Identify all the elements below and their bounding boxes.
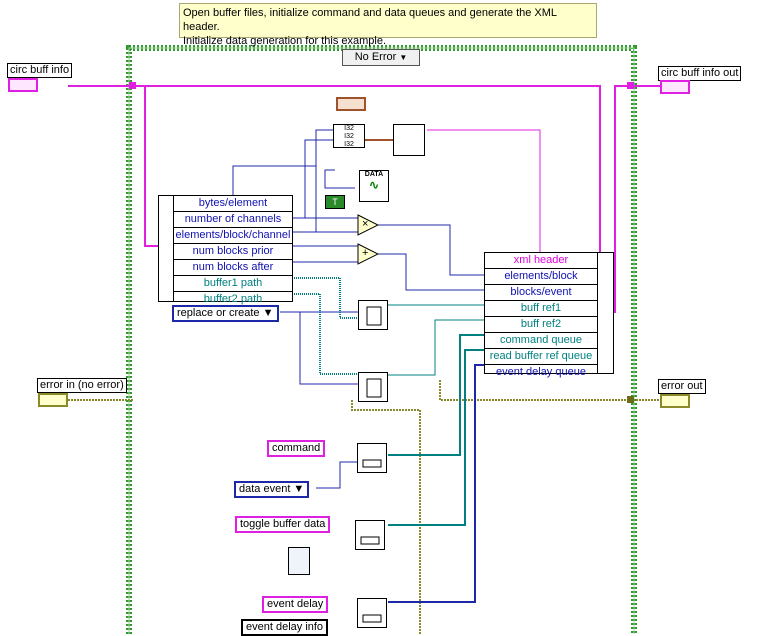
- obtain-queue-node-1[interactable]: [357, 443, 387, 473]
- build-array-node[interactable]: I32 I32 I32: [333, 124, 365, 148]
- event-delay-constant[interactable]: event delay: [262, 596, 329, 613]
- chevron-down-icon: ▼: [399, 53, 408, 62]
- circ-buff-info-out-terminal[interactable]: [660, 80, 690, 94]
- unbundle-row: elements/block/channel: [174, 228, 292, 244]
- xml-header-subvi-icon[interactable]: [393, 124, 425, 156]
- unbundle-row: bytes/element: [174, 196, 292, 212]
- data-event-value: data event: [239, 483, 291, 495]
- error-in-terminal[interactable]: [38, 393, 68, 407]
- comment-line-2: Initialize data generation for this exam…: [183, 35, 387, 47]
- bundle-row: xml header: [485, 253, 597, 269]
- cluster-output-tunnel: [627, 82, 634, 89]
- queue-icon: [362, 459, 382, 468]
- true-constant[interactable]: T: [325, 195, 345, 209]
- data-node[interactable]: DATA ∿: [359, 170, 389, 202]
- bundle-row: buff ref1: [485, 301, 597, 317]
- unbundle-row: number of channels: [174, 212, 292, 228]
- bundle-output: [597, 253, 613, 373]
- queue-icon: [360, 536, 380, 545]
- i32-label: I32: [344, 125, 354, 132]
- circ-buff-info-terminal[interactable]: [8, 78, 38, 92]
- replace-or-create-ring[interactable]: replace or create ▼: [172, 305, 279, 322]
- unbundle-input: [159, 196, 174, 301]
- add-node[interactable]: +: [357, 243, 380, 265]
- command-constant[interactable]: command: [267, 440, 326, 457]
- open-file-node-1[interactable]: [358, 300, 388, 330]
- cluster-input-tunnel: [129, 82, 136, 89]
- error-out-terminal[interactable]: [660, 394, 690, 408]
- error-in-label: error in (no error): [37, 378, 127, 393]
- block-diagram-comment: Open buffer files, initialize command an…: [179, 3, 597, 47]
- error-output-tunnel: [627, 396, 634, 403]
- open-file-node-2[interactable]: [358, 372, 388, 402]
- bundle-row: read buffer ref queue: [485, 349, 597, 365]
- bundle-row: blocks/event: [485, 285, 597, 301]
- event-delay-info-constant[interactable]: event delay info: [241, 619, 329, 636]
- i32-label: I32: [344, 141, 354, 148]
- obtain-queue-node-3[interactable]: [357, 598, 387, 628]
- replace-or-create-value: replace or create: [177, 307, 260, 319]
- refnum-constant[interactable]: [288, 547, 310, 575]
- add-symbol: +: [362, 247, 369, 259]
- unbundle-row: buffer1 path: [174, 276, 292, 292]
- toggle-buffer-data-constant[interactable]: toggle buffer data: [235, 516, 331, 533]
- bundle-row: event delay queue: [496, 366, 586, 378]
- case-selector[interactable]: No Error ▼: [342, 49, 420, 66]
- queue-icon: [362, 614, 382, 623]
- case-selector-value: No Error: [354, 51, 397, 63]
- true-constant-label: T: [332, 197, 338, 207]
- multiply-symbol: ×: [362, 218, 369, 230]
- i32-label: I32: [344, 133, 354, 140]
- error-out-label: error out: [658, 379, 706, 394]
- bundle-by-name-node[interactable]: xml header elements/block blocks/event b…: [484, 252, 614, 378]
- waveform-icon: ∿: [368, 178, 380, 192]
- data-node-label: DATA: [364, 171, 384, 178]
- comment-line-1: Open buffer files, initialize command an…: [183, 7, 557, 33]
- data-event-ring[interactable]: data event ▼: [234, 481, 310, 498]
- file-icon: [366, 306, 382, 326]
- bundle-row: buff ref2: [485, 317, 597, 333]
- circ-buff-info-label: circ buff info: [7, 63, 73, 78]
- multiply-node[interactable]: ×: [357, 214, 380, 236]
- unbundle-row: num blocks after: [174, 260, 292, 276]
- bundle-row: command queue: [485, 333, 597, 349]
- bundle-row: elements/block: [485, 269, 597, 285]
- obtain-queue-node-2[interactable]: [355, 520, 385, 550]
- unbundle-by-name-node[interactable]: bytes/element number of channels element…: [158, 195, 293, 305]
- array-constant[interactable]: [336, 97, 366, 111]
- circ-buff-info-out-label: circ buff info out: [658, 66, 742, 81]
- file-icon: [366, 378, 382, 398]
- unbundle-row: buffer2 path: [203, 293, 263, 305]
- unbundle-row: num blocks prior: [174, 244, 292, 260]
